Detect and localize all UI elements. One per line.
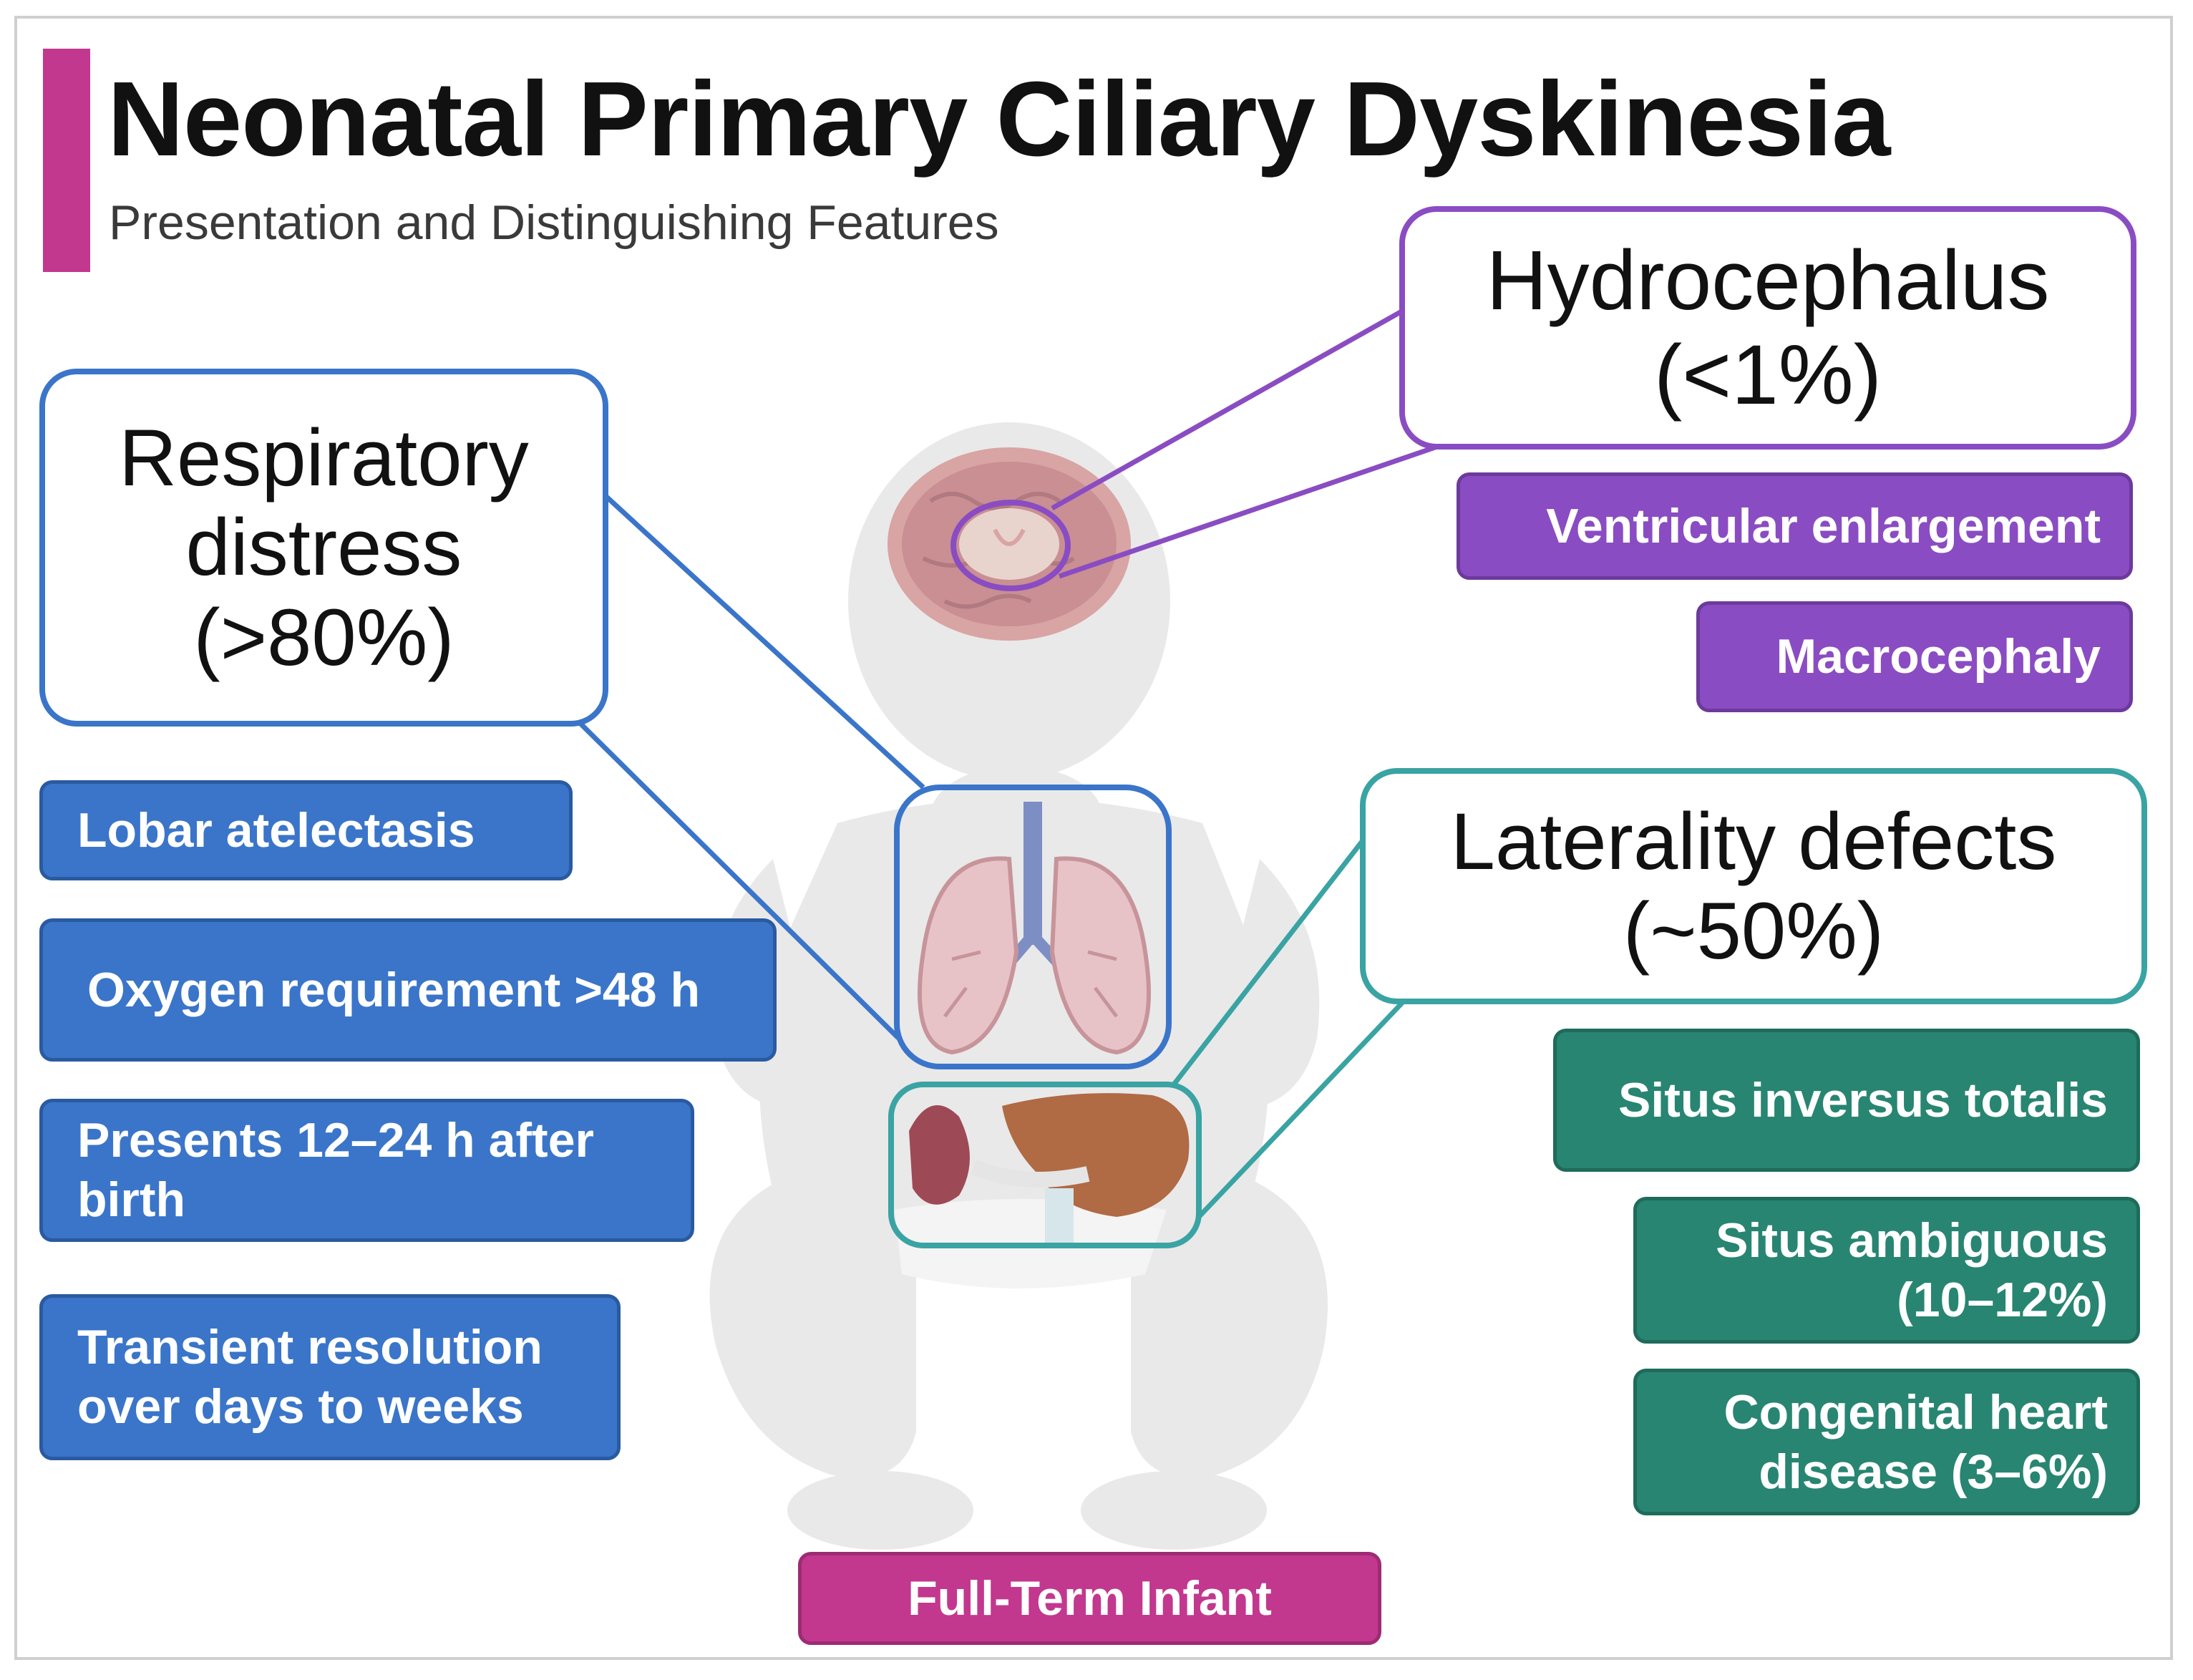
hydro-connector-lower [1058,445,1436,579]
resp-connector-lower [570,714,900,1040]
tag-transient-resolution: Transient resolution over days to weeks [39,1294,621,1460]
laterality-connector-upper [1172,828,1373,1087]
hydrocephalus-percent: (<1%) [1653,328,1882,422]
respiratory-title-line1: Respiratory [119,412,529,502]
respiratory-title-line2: distress [185,502,462,593]
hydro-connector-upper [1051,298,1422,511]
laterality-defects-callout: Laterality defects (~50%) [1360,768,2147,1004]
tag-macrocephaly-label: Macrocephaly [1776,629,2101,684]
page-title: Neonatal Primary Ciliary Dyskinesia [107,60,1890,178]
hydrocephalus-callout: Hydrocephalus (<1%) [1399,206,2136,450]
tag-lobar-atelectasis: Lobar atelectasis [39,780,573,880]
infant-label: Full-Term Infant [908,1570,1272,1626]
tag-transient-line1: Transient resolution [77,1320,543,1375]
tag-situs-inversus-label: Situs inversus totalis [1618,1072,2108,1127]
laterality-connector-lower [1197,1000,1405,1219]
tag-ventricular-enlargement: Ventricular enlargement [1457,472,2133,580]
tag-ventricular-label: Ventricular enlargement [1546,498,2101,553]
tag-chd-line1: Congenital heart [1723,1384,2109,1439]
tag-ambiguous-line2: (10–12%) [1897,1272,2108,1327]
laterality-percent: (~50%) [1623,886,1885,976]
tag-lobar-atelectasis-label: Lobar atelectasis [77,802,475,858]
tag-congenital-heart-disease: Congenital heart disease (3–6%) [1633,1369,2140,1515]
tag-presents-line1: Presents 12–24 h after [77,1113,594,1168]
tag-situs-ambiguous: Situs ambiguous (10–12%) [1633,1197,2140,1344]
hydrocephalus-title: Hydrocephalus [1486,233,2050,328]
page-subtitle: Presentation and Distinguishing Features [109,195,999,250]
brain-icon [888,447,1131,641]
tag-macrocephaly: Macrocephaly [1696,601,2133,712]
tag-transient-line2: over days to weeks [77,1379,524,1434]
tag-chd-line2: disease (3–6%) [1759,1444,2108,1499]
outer-frame [14,16,2173,1660]
resp-connector-upper [601,492,925,790]
tag-oxygen-requirement-label: Oxygen requirement >48 h [87,962,700,1017]
lungs-highlight-frame [894,785,1172,1069]
tag-situs-inversus: Situs inversus totalis [1553,1029,2140,1172]
infant-label-tag: Full-Term Infant [798,1552,1381,1645]
tag-ambiguous-line1: Situs ambiguous [1716,1213,2108,1268]
tag-oxygen-requirement: Oxygen requirement >48 h [39,918,777,1062]
laterality-title: Laterality defects [1450,796,2057,886]
respiratory-distress-callout: Respiratory distress (>80%) [39,369,608,727]
brain-highlight-ring [950,500,1071,591]
respiratory-percent: (>80%) [193,592,454,682]
lungs-icon [918,802,1151,1055]
tag-presents-line2: birth [77,1172,186,1227]
abdomen-highlight-frame [888,1082,1202,1248]
title-accent-bar [43,49,90,272]
tag-presents-timing: Presents 12–24 h after birth [39,1099,694,1242]
abdomen-organs-icon [909,1093,1190,1246]
